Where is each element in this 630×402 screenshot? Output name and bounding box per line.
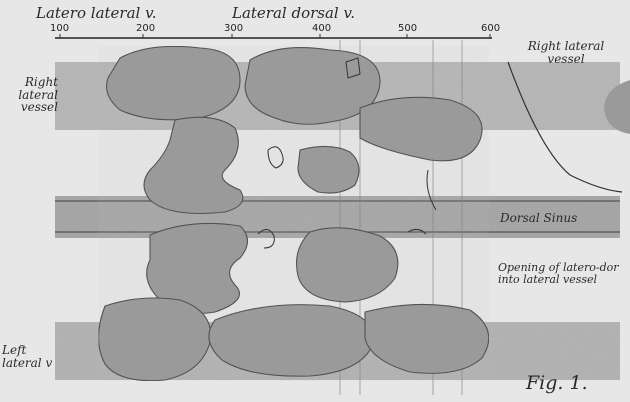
right-lateral-vessel-label-left: Right lateral vessel — [0, 76, 58, 114]
latero-lateral-label: Latero lateral v. — [36, 6, 157, 21]
coil-mid-lower-center — [297, 228, 398, 302]
scale-tick-400: 400 — [312, 24, 331, 34]
coil-mid-left — [144, 117, 243, 213]
coil-top-left — [107, 46, 241, 119]
dorsal-sinus-label: Dorsal Sinus — [500, 212, 577, 224]
opening-label: Opening of latero-dor into lateral vesse… — [498, 262, 619, 286]
scale-tick-300: 300 — [224, 24, 243, 34]
right-lateral-vessel-label-right: Right lateral vessel — [524, 40, 608, 65]
scale-tick-200: 200 — [136, 24, 155, 34]
scale-tick-100: 100 — [50, 24, 69, 34]
scale-tick-600: 600 — [481, 24, 500, 34]
left-lateral-label: Left lateral v — [2, 344, 52, 369]
coil-bottom-center — [209, 305, 373, 377]
coil-top-right — [360, 97, 482, 160]
lateral-dorsal-label: Lateral dorsal v. — [232, 6, 355, 21]
scale-tick-500: 500 — [398, 24, 417, 34]
figure-caption: Fig. 1. — [526, 374, 588, 393]
coil-mid-center — [298, 146, 359, 193]
